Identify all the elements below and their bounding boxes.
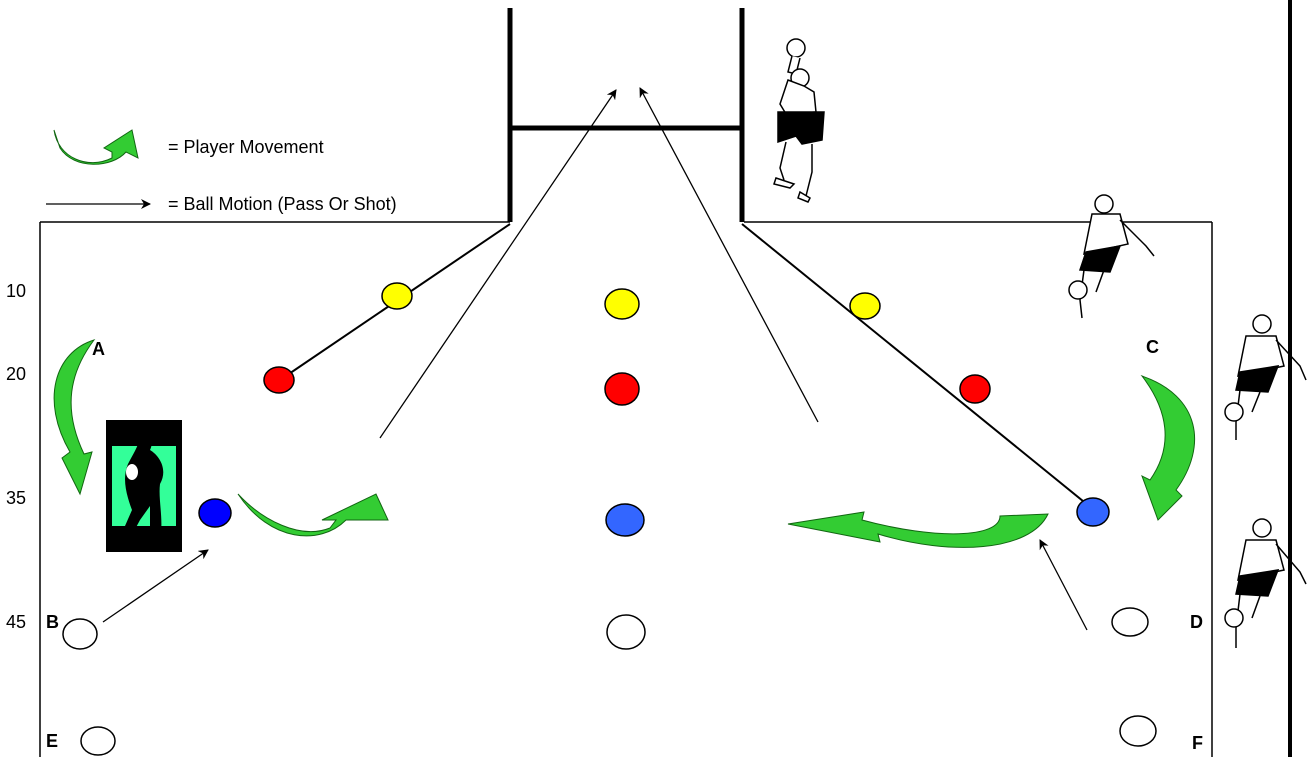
cone-yellow (381, 282, 413, 310)
cone-white (606, 614, 646, 650)
footballer-icon (1224, 314, 1307, 440)
movement-arrows (53, 129, 1196, 548)
cone-yellow (604, 288, 640, 320)
ball-motion-arrows (46, 87, 1088, 631)
cone-blue (1076, 497, 1110, 527)
movement-arrow-c (1140, 374, 1196, 521)
distance-marker-20: 20 (6, 364, 27, 384)
cones (62, 282, 1157, 756)
movement-arrow-a (53, 339, 96, 496)
footballer-icon (1224, 518, 1307, 648)
cone-white (1111, 607, 1149, 637)
footballer-icon (1068, 194, 1155, 319)
cone-red (604, 372, 640, 406)
distance-marker-45: 45 (6, 612, 27, 632)
cone-blue (605, 503, 645, 537)
distance-marker-10: 10 (6, 281, 27, 301)
shot-arrow-right (639, 87, 819, 423)
position-label-c: C (1146, 337, 1159, 357)
cone-white (80, 726, 116, 756)
cone-blue (198, 498, 232, 528)
movement-arrow-left (237, 493, 389, 537)
cone-red (959, 374, 991, 404)
pitch-boundary (39, 221, 1213, 757)
goal-posts (507, 8, 745, 222)
distance-marker-35: 35 (6, 488, 27, 508)
position-label-d: D (1190, 612, 1203, 632)
legend-movement-icon (53, 129, 139, 165)
position-label-f: F (1192, 733, 1203, 753)
shot-arrow-left (379, 89, 617, 439)
cone-white (1119, 715, 1157, 747)
cone-yellow (849, 292, 881, 320)
legend-player-movement: = Player Movement (168, 137, 324, 157)
position-label-b: B (46, 612, 59, 632)
cone-red (263, 366, 295, 394)
cone-white (62, 618, 98, 650)
pass-arrow-d (1039, 539, 1088, 631)
movement-arrow-right (787, 511, 1049, 548)
player-photo-icon (106, 420, 182, 552)
goal-angle-lines (279, 223, 1095, 511)
position-label-e: E (46, 731, 59, 751)
legend-ball-motion: = Ball Motion (Pass Or Shot) (168, 194, 397, 214)
pass-arrow-b (102, 549, 209, 623)
shooting-player-icon (773, 38, 825, 203)
position-label-a: A (92, 339, 105, 359)
